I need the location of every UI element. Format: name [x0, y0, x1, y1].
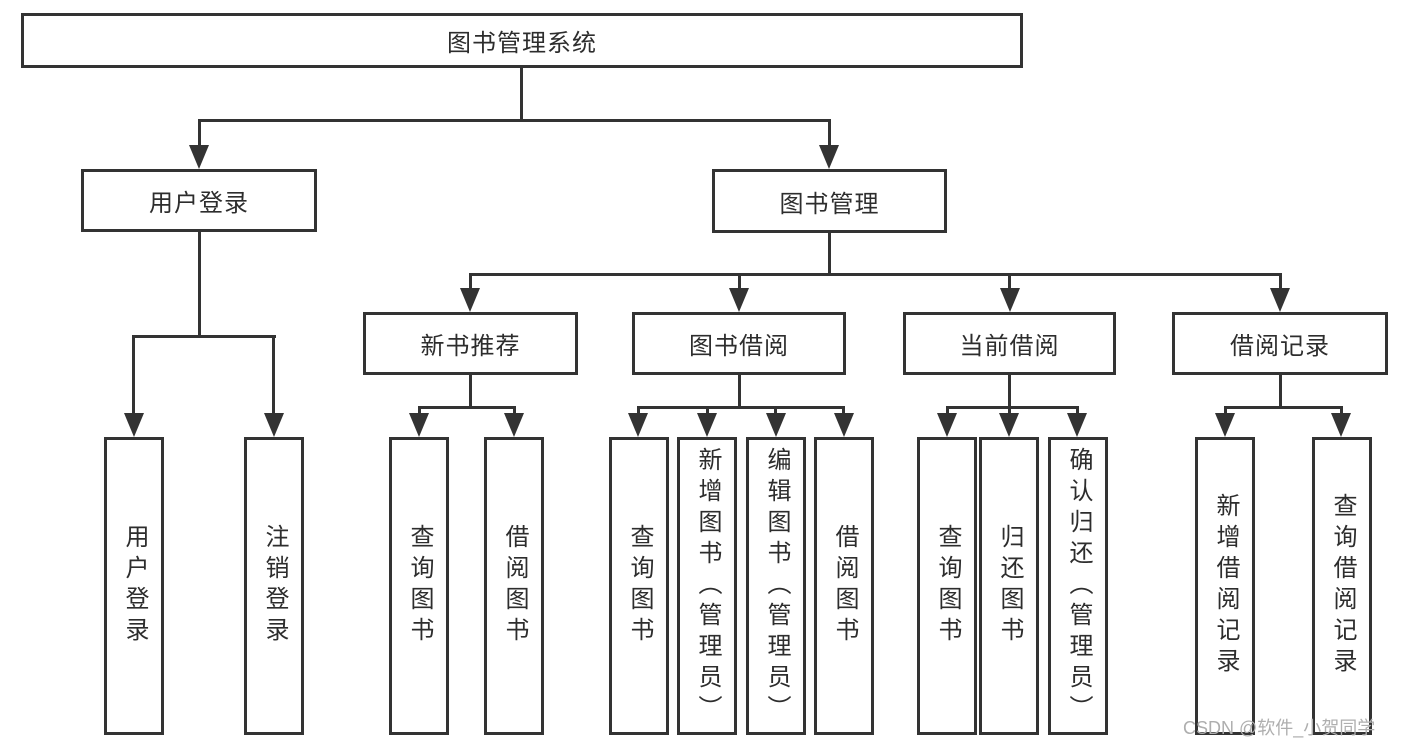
connector	[198, 119, 201, 151]
connector	[469, 273, 1282, 276]
node-new-book-recommend-label: 新书推荐	[420, 333, 521, 360]
connector	[520, 68, 523, 121]
connector	[469, 273, 472, 295]
leaf-nb-borrow-book: 借阅图书	[484, 437, 544, 735]
connector	[1008, 273, 1011, 295]
arrow-down-icon	[1215, 413, 1235, 437]
leaf-logout-label: 注销登录	[261, 524, 288, 648]
node-current-borrow-label: 当前借阅	[959, 333, 1060, 360]
connector	[828, 119, 831, 151]
arrow-down-icon	[409, 413, 429, 437]
leaf-cb-confirm-return-admin: 确认归还（管理员）	[1048, 437, 1108, 735]
leaf-br-add-record: 新增借阅记录	[1195, 437, 1255, 735]
leaf-br-query-record-label: 查询借阅记录	[1329, 493, 1356, 679]
connector	[738, 373, 741, 409]
arrow-down-icon	[834, 413, 854, 437]
arrow-down-icon	[729, 288, 749, 312]
arrow-down-icon	[189, 145, 209, 169]
arrow-down-icon	[124, 413, 144, 437]
node-borrow-records-label: 借阅记录	[1230, 333, 1330, 360]
arrow-down-icon	[504, 413, 524, 437]
arrow-down-icon	[697, 413, 717, 437]
leaf-br-query-record: 查询借阅记录	[1312, 437, 1372, 735]
leaf-user-login: 用户登录	[104, 437, 164, 735]
leaf-bb-query-book-label: 查询图书	[626, 524, 653, 648]
node-book-management-label: 图书管理	[779, 190, 880, 218]
connector	[272, 335, 275, 420]
connector	[738, 273, 741, 295]
connector	[1224, 406, 1343, 409]
leaf-cb-return-book-label: 归还图书	[996, 524, 1023, 648]
arrow-down-icon	[1270, 288, 1290, 312]
csdn-watermark: CSDN @软件_小贺同学	[1183, 718, 1376, 738]
arrow-down-icon	[460, 288, 480, 312]
node-current-borrow: 当前借阅	[903, 312, 1116, 375]
connector	[132, 335, 276, 338]
leaf-bb-borrow-book: 借阅图书	[814, 437, 874, 735]
leaf-nb-query-book: 查询图书	[389, 437, 449, 735]
arrow-down-icon	[1331, 413, 1351, 437]
node-root: 图书管理系统	[21, 13, 1023, 68]
leaf-br-add-record-label: 新增借阅记录	[1212, 493, 1239, 679]
leaf-cb-return-book: 归还图书	[979, 437, 1039, 735]
arrow-down-icon	[819, 145, 839, 169]
connector	[132, 335, 135, 420]
connector	[1008, 373, 1011, 409]
node-user-login: 用户登录	[81, 169, 317, 232]
leaf-cb-confirm-return-admin-label: 确认归还（管理员）	[1065, 446, 1092, 726]
arrow-down-icon	[1000, 288, 1020, 312]
leaf-cb-query-book-label: 查询图书	[934, 524, 961, 648]
connector	[946, 406, 1079, 409]
connector	[418, 406, 516, 409]
leaf-bb-add-book-admin: 新增图书（管理员）	[677, 437, 737, 735]
node-book-management: 图书管理	[712, 169, 947, 233]
connector	[198, 232, 201, 338]
leaf-bb-add-book-admin-label: 新增图书（管理员）	[694, 446, 721, 726]
connector	[828, 233, 831, 276]
node-root-label: 图书管理系统	[447, 30, 597, 57]
leaf-nb-borrow-book-label: 借阅图书	[501, 524, 528, 648]
node-user-login-label: 用户登录	[149, 190, 249, 217]
connector	[1279, 373, 1282, 409]
arrow-down-icon	[264, 413, 284, 437]
connector	[1279, 273, 1282, 295]
node-book-borrow-label: 图书借阅	[689, 333, 789, 360]
leaf-nb-query-book-label: 查询图书	[406, 524, 433, 648]
arrow-down-icon	[628, 413, 648, 437]
connector	[469, 373, 472, 409]
arrow-down-icon	[1067, 413, 1087, 437]
leaf-cb-query-book: 查询图书	[917, 437, 977, 735]
leaf-user-login-label: 用户登录	[121, 524, 148, 648]
arrow-down-icon	[937, 413, 957, 437]
connector	[637, 406, 845, 409]
connector	[198, 119, 831, 122]
leaf-bb-query-book: 查询图书	[609, 437, 669, 735]
arrow-down-icon	[766, 413, 786, 437]
node-new-book-recommend: 新书推荐	[363, 312, 578, 375]
arrow-down-icon	[999, 413, 1019, 437]
leaf-logout: 注销登录	[244, 437, 304, 735]
node-borrow-records: 借阅记录	[1172, 312, 1388, 375]
leaf-bb-edit-book-admin: 编辑图书（管理员）	[746, 437, 806, 735]
leaf-bb-edit-book-admin-label: 编辑图书（管理员）	[763, 446, 790, 726]
node-book-borrow: 图书借阅	[632, 312, 846, 375]
leaf-bb-borrow-book-label: 借阅图书	[831, 524, 858, 648]
